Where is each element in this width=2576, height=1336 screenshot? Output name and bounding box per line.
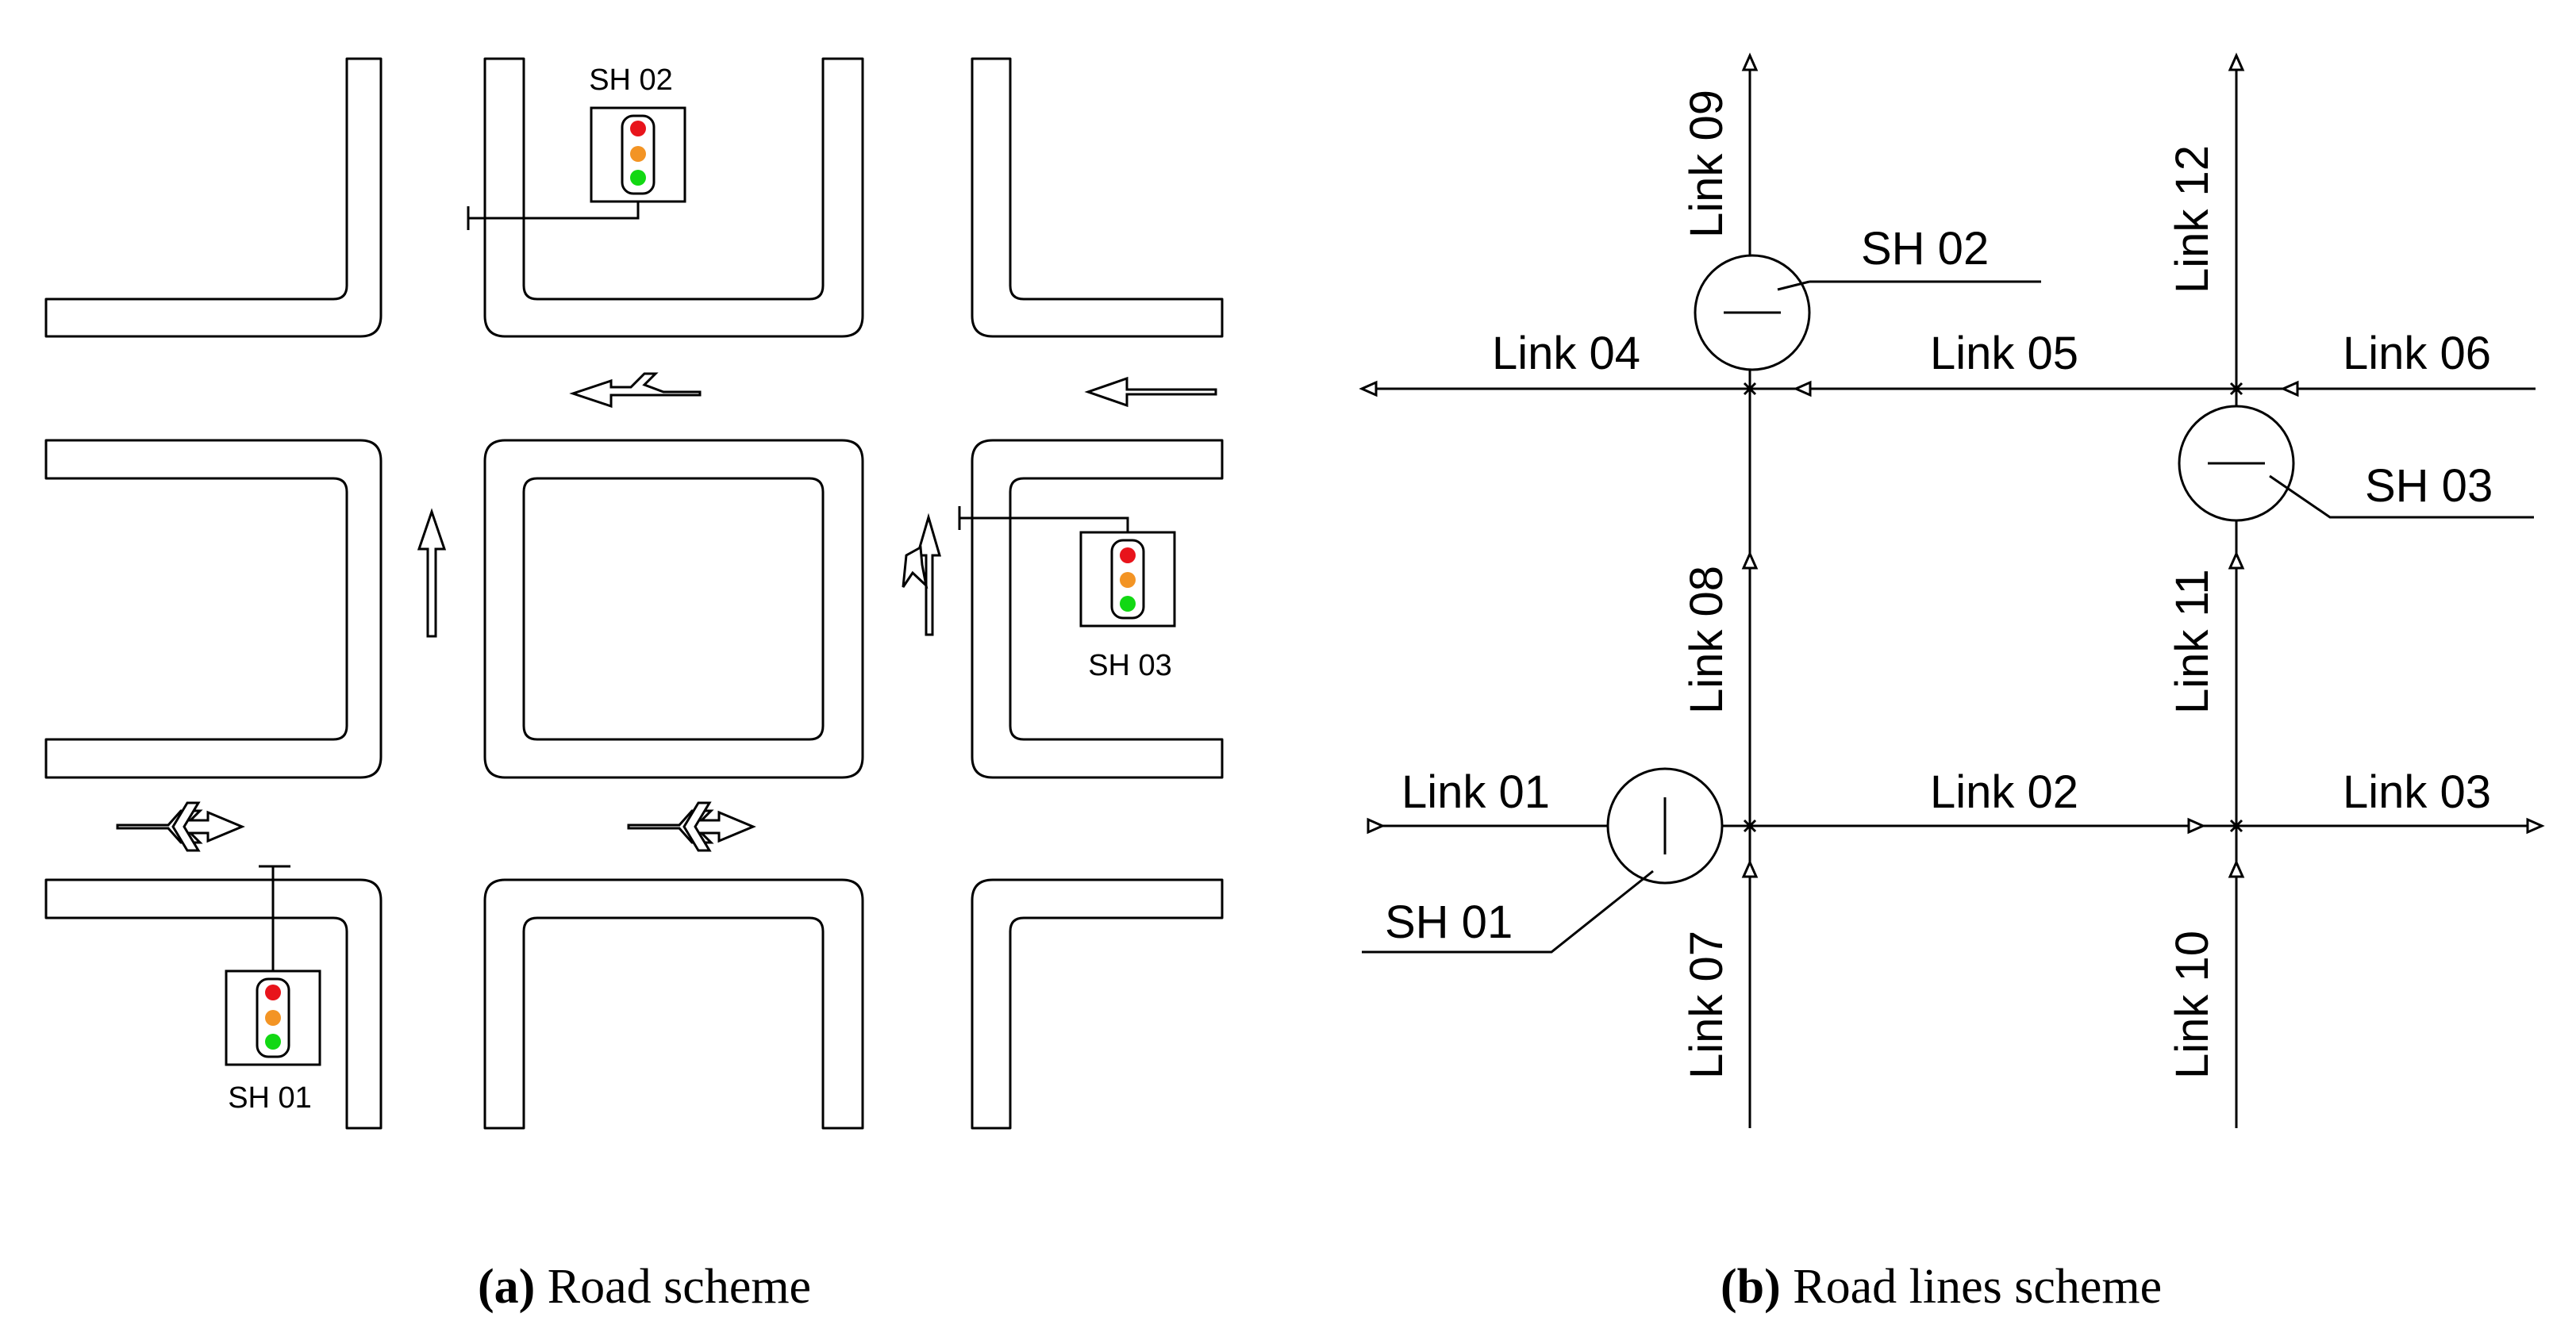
signal-marker-sh01: SH 01	[1362, 767, 1724, 954]
curb-center-inner	[522, 477, 825, 741]
caption-text: Road scheme	[535, 1260, 811, 1314]
signal-stem	[959, 516, 1129, 532]
link-label-04: Link 04	[1492, 328, 1640, 379]
link-label-01: Link 01	[1401, 766, 1550, 818]
signal-marker-sh02: SH 02	[1694, 223, 2041, 371]
caption-letter: (a)	[478, 1260, 535, 1314]
link-label-10: Link 10	[2167, 931, 2218, 1079]
caption-a: (a) Road scheme	[478, 1260, 811, 1314]
arrowhead-link03	[2526, 817, 2545, 835]
red-light	[265, 985, 281, 1000]
arrowhead-link01	[1367, 817, 1386, 835]
arrow-east-multi-left-branch	[171, 801, 201, 852]
link-label-09: Link 09	[1681, 90, 1732, 238]
arrowhead-link11	[2228, 551, 2245, 570]
traffic-signal-sh03: SH 03	[958, 506, 1176, 682]
link-label-12: Link 12	[2167, 145, 2218, 294]
arrowhead-link08	[1741, 551, 1759, 570]
green-light	[630, 170, 646, 186]
signal-label: SH 01	[1385, 896, 1513, 948]
caption-text: Road lines scheme	[1781, 1260, 2162, 1314]
arrowhead-link06	[2280, 380, 2299, 397]
arrowhead-link09	[1741, 52, 1759, 71]
link-label-11: Link 11	[2167, 569, 2218, 714]
signal-label: SH 01	[228, 1081, 312, 1115]
green-light	[265, 1034, 281, 1050]
signal-marker-sh03: SH 03	[2178, 405, 2534, 522]
caption-letter: (b)	[1721, 1260, 1781, 1314]
arrow-west-turn-top	[569, 372, 702, 409]
arrow-north-turn-left-branch	[902, 545, 929, 589]
curb-top-left	[44, 57, 383, 338]
curb-bottom-left	[44, 878, 383, 1130]
curb-top-middle	[483, 57, 864, 338]
signal-label: SH 02	[589, 63, 673, 97]
link-label-08: Link 08	[1681, 566, 1732, 714]
red-light	[1120, 547, 1136, 563]
node-se	[2229, 819, 2243, 833]
arrowhead-link12	[2228, 52, 2245, 71]
curb-bottom-right	[971, 878, 1224, 1130]
node-sw	[1743, 819, 1757, 833]
arrow-north-turn-right	[916, 513, 941, 636]
arrow-west-top-right	[1084, 376, 1217, 408]
node-nw	[1743, 382, 1757, 396]
link-label-03: Link 03	[2343, 766, 2491, 818]
red-light	[630, 121, 646, 136]
arrowhead-link07	[1741, 859, 1759, 878]
signal-label: SH 03	[1088, 649, 1172, 682]
arrowhead-link04	[1359, 380, 1378, 397]
signal-stem	[468, 202, 640, 220]
link-label-02: Link 02	[1930, 766, 2078, 818]
arrow-east-multi-center-branch	[682, 801, 712, 852]
caption-b: (b) Road lines scheme	[1721, 1260, 2162, 1314]
arrowhead-link02	[2187, 817, 2206, 835]
amber-light	[630, 146, 646, 162]
direction-markers	[1359, 52, 2545, 878]
traffic-signal-sh01: SH 01	[225, 865, 321, 1115]
curb-bottom-middle	[483, 878, 864, 1130]
road-scheme-panel: SH 02 SH 03 SH 01 (a) Road scheme	[44, 57, 1224, 1314]
signal-label: SH 03	[2365, 460, 2493, 512]
curb-middle-right	[971, 439, 1224, 779]
curb-middle-left	[44, 439, 383, 779]
link-label-07: Link 07	[1681, 931, 1732, 1079]
amber-light	[1120, 572, 1136, 588]
node-ne	[2229, 382, 2243, 396]
amber-light	[265, 1010, 281, 1026]
link-label-05: Link 05	[1930, 328, 2078, 379]
curb-center-outer	[483, 439, 864, 779]
road-lines-panel: SH 02 SH 03 SH 01 Link 04 Link 05 Link 0…	[1359, 52, 2545, 1314]
green-light	[1120, 596, 1136, 612]
link-label-06: Link 06	[2343, 328, 2491, 379]
curb-top-right	[971, 57, 1224, 338]
nodes	[1743, 382, 2243, 833]
signal-label: SH 02	[1861, 223, 1989, 274]
traffic-signal-sh02: SH 02	[467, 63, 686, 230]
arrowhead-link10	[2228, 859, 2245, 878]
arrow-up-left-approach	[417, 508, 447, 638]
arrowhead-link05	[1793, 380, 1812, 397]
